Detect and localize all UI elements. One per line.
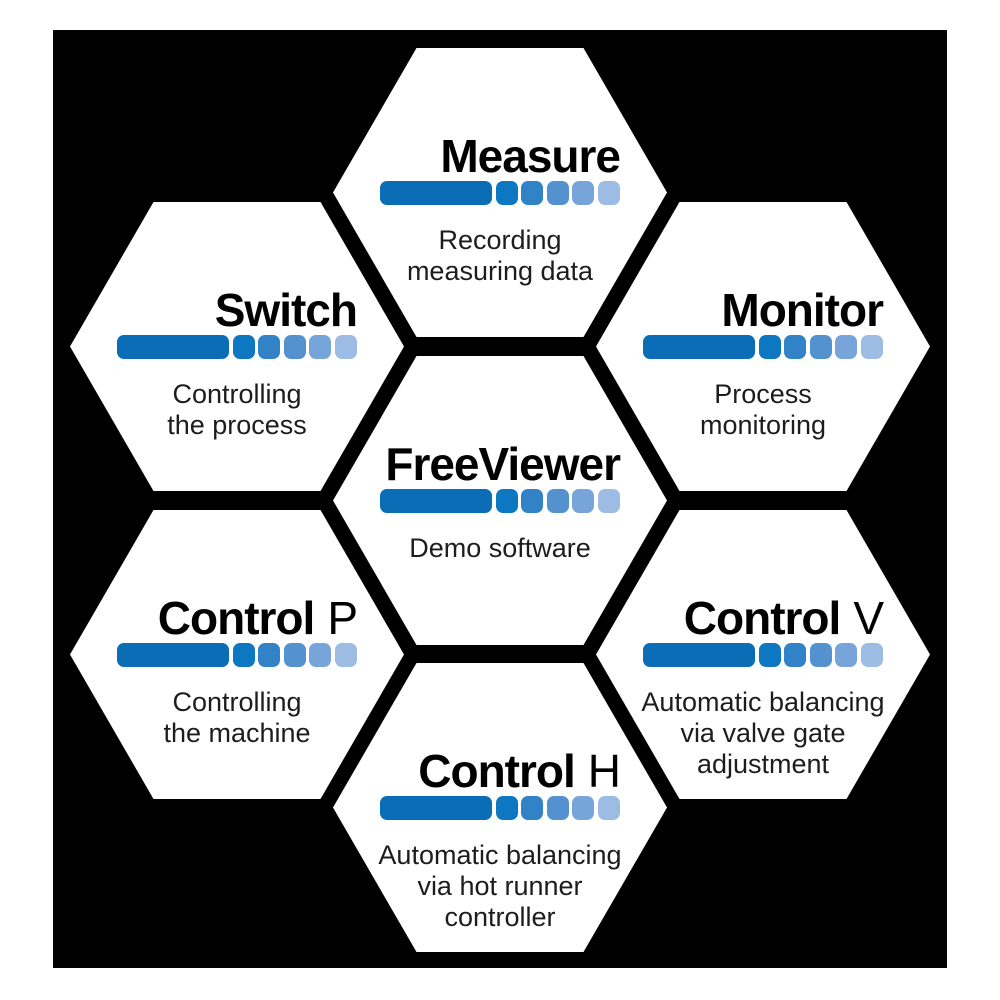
bar-step-segment [258, 334, 280, 359]
bar-step-segment [784, 642, 806, 667]
product-name-main: FreeViewer [385, 437, 621, 490]
bar-step-segment [546, 180, 569, 205]
bar-step-segment [784, 334, 806, 359]
product-description: Recording measuring data [406, 224, 594, 286]
bar-step-segment [835, 642, 857, 667]
product-description: Demo software [409, 532, 591, 563]
bar-step-segment [309, 642, 331, 667]
product-name: Monitor [721, 283, 884, 336]
bar-main-segment [117, 642, 229, 667]
bar-step-segment [572, 488, 594, 513]
product-name-main: Monitor [721, 283, 884, 336]
bar-step-segment [597, 180, 620, 205]
bar-main-segment [643, 334, 755, 359]
bar-step-segment [546, 795, 569, 820]
product-name-main: Control [157, 591, 316, 644]
bar-step-segment [232, 642, 255, 667]
product-logo: Measure [380, 133, 621, 205]
product-name-suffix: V [853, 591, 884, 644]
product-name-main: Switch [214, 283, 358, 336]
bar-step-segment [572, 180, 594, 205]
bar-step-segment [860, 334, 883, 359]
bar-step-segment [283, 642, 306, 667]
product-name-main: Measure [440, 129, 621, 182]
hexagon-monitor: Monitor Process monitoring [596, 202, 930, 491]
logo-bar [117, 334, 357, 359]
bar-main-segment [643, 642, 755, 667]
bar-step-segment [258, 642, 280, 667]
bar-step-segment [521, 488, 543, 513]
logo-bar [380, 488, 620, 513]
product-logo: Switch [117, 287, 358, 359]
bar-step-segment [758, 334, 781, 359]
bar-step-segment [521, 180, 543, 205]
product-description: Automatic balancing via valve gate adjus… [641, 686, 885, 779]
logo-bar [643, 642, 883, 667]
product-description: Controlling the process [167, 378, 307, 440]
product-name: FreeViewer [385, 437, 621, 490]
bar-main-segment [117, 334, 229, 359]
bar-step-segment [597, 795, 620, 820]
product-description: Controlling the machine [163, 686, 311, 748]
bar-step-segment [597, 488, 620, 513]
logo-bar [380, 180, 620, 205]
product-description: Automatic balancing via hot runner contr… [378, 839, 622, 932]
bar-main-segment [380, 795, 492, 820]
logo-bar [117, 642, 357, 667]
bar-step-segment [809, 334, 832, 359]
product-name-suffix: P [327, 591, 358, 644]
bar-step-segment [309, 334, 331, 359]
bar-step-segment [495, 180, 518, 205]
product-description: Process monitoring [699, 378, 827, 440]
bar-step-segment [334, 642, 357, 667]
bar-step-segment [572, 795, 594, 820]
bar-step-segment [546, 488, 569, 513]
logo-bar [643, 334, 883, 359]
bar-step-segment [521, 795, 543, 820]
bar-main-segment [380, 180, 492, 205]
product-name-suffix: H [587, 744, 621, 797]
product-logo: FreeViewer [380, 441, 621, 513]
bar-step-segment [495, 488, 518, 513]
bar-step-segment [860, 642, 883, 667]
bar-step-segment [495, 795, 518, 820]
bar-main-segment [380, 488, 492, 513]
product-name-main: Control [683, 591, 842, 644]
product-name: Measure [440, 129, 621, 182]
bar-step-segment [283, 334, 306, 359]
logo-bar [380, 795, 620, 820]
product-logo: Monitor [643, 287, 884, 359]
bar-step-segment [232, 334, 255, 359]
bar-step-segment [758, 642, 781, 667]
bar-step-segment [835, 334, 857, 359]
bar-step-segment [809, 642, 832, 667]
bar-step-segment [334, 334, 357, 359]
product-name: Switch [214, 283, 358, 336]
product-name-main: Control [418, 744, 576, 797]
